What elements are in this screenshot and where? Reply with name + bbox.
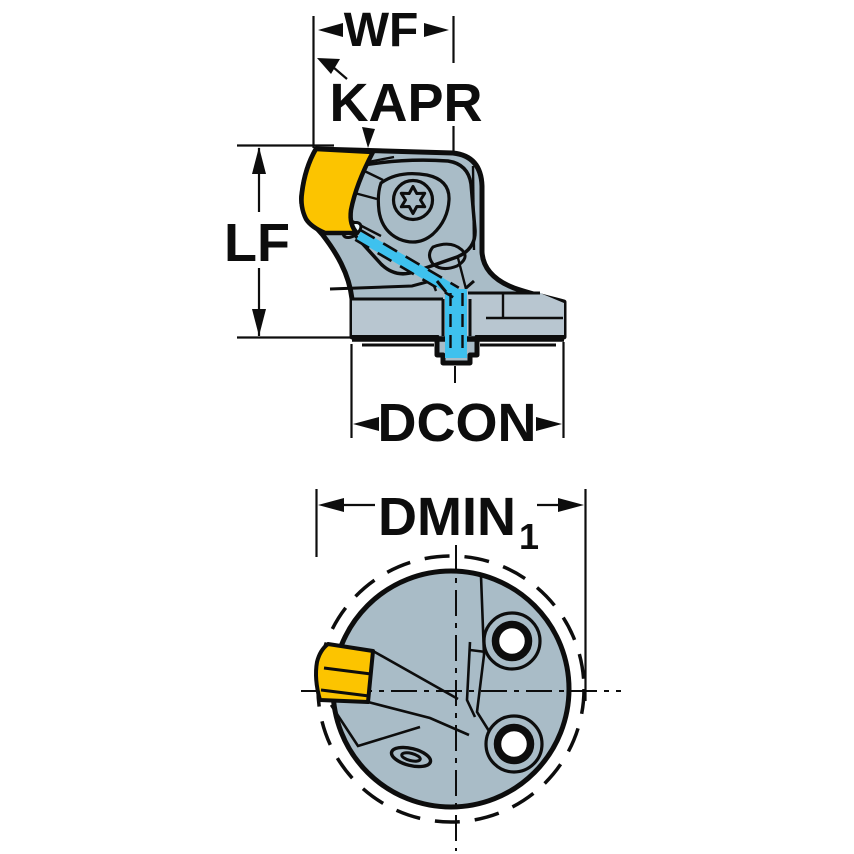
label-dmin-subscript: 1 <box>519 516 539 557</box>
cutting-insert <box>299 146 376 236</box>
dimension-wf: WF <box>312 4 455 153</box>
clamp-finger-outline <box>428 242 467 271</box>
coolant-channel <box>341 220 475 383</box>
label-lf: LF <box>224 213 290 273</box>
pocket-slot-outer <box>389 745 433 769</box>
label-dcon: DCON <box>378 393 537 453</box>
side-view <box>299 146 567 383</box>
cutting-insert-end-view <box>314 642 375 704</box>
dimension-kapr: KAPR <box>317 58 483 148</box>
label-wf: WF <box>344 4 419 57</box>
dimension-lf: LF <box>224 144 352 339</box>
coolant-hole-lower <box>484 714 544 774</box>
end-view <box>301 545 621 851</box>
coolant-hole-upper <box>482 611 542 671</box>
dimension-dmin1: DMIN 1 <box>315 487 587 701</box>
torx-screw <box>391 178 435 222</box>
end-view-contours <box>329 575 491 748</box>
label-kapr: KAPR <box>329 73 482 133</box>
insert-seat-outline <box>376 172 451 244</box>
label-dmin: DMIN <box>378 487 516 547</box>
dimension-dcon: DCON <box>350 342 565 453</box>
torx-star-icon <box>399 185 427 215</box>
pocket-slot-inner <box>400 751 422 763</box>
